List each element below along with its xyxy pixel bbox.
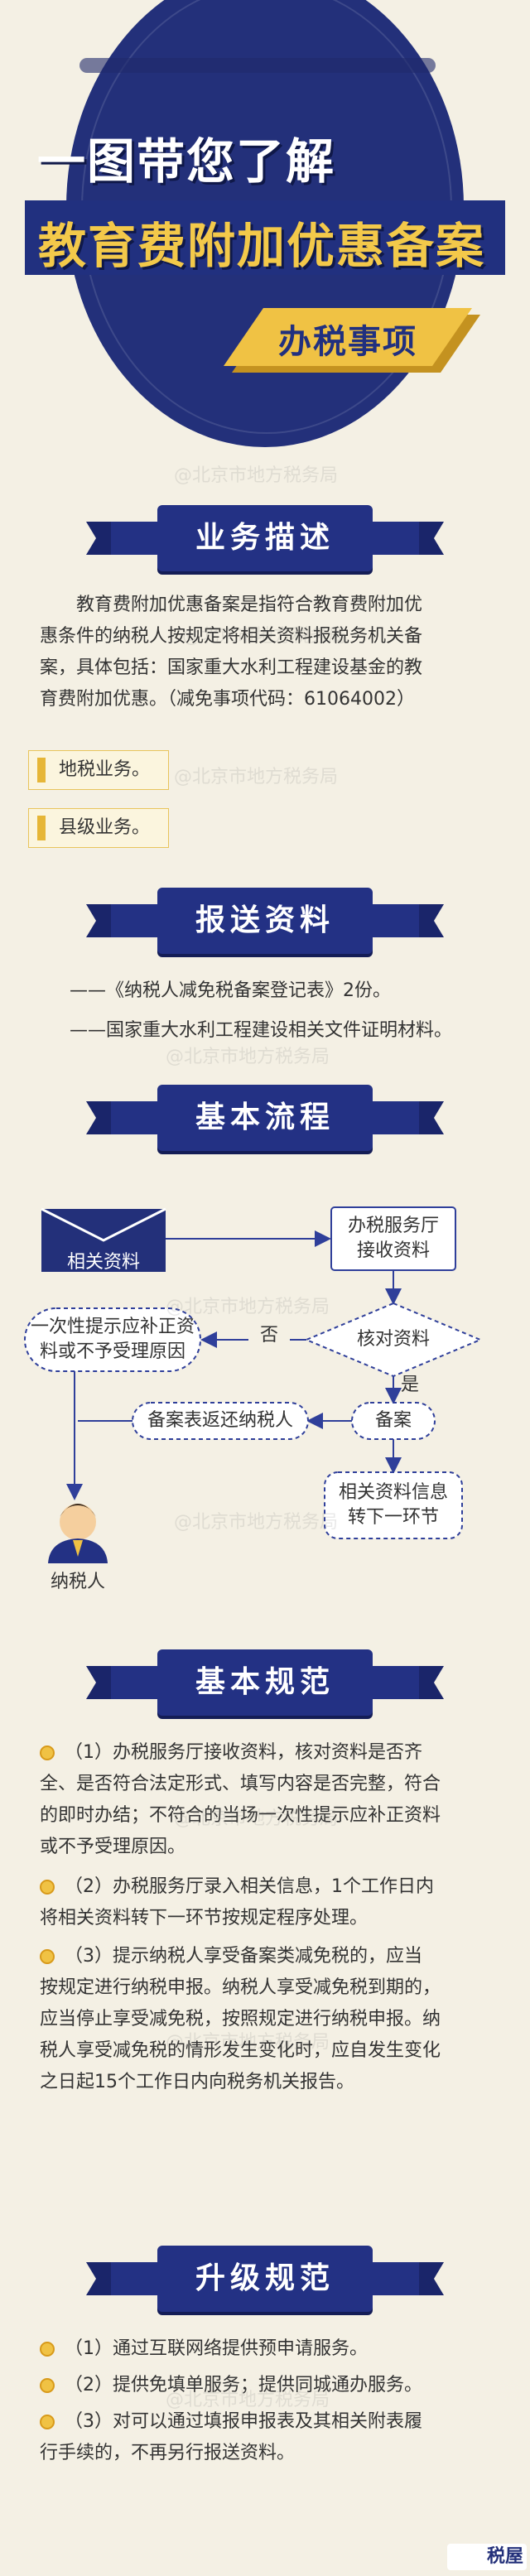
flow-node-record: 备案 — [374, 1410, 412, 1431]
upgrade-item: （2）提供免填单服务；提供同城通办服务。 — [40, 2370, 504, 2401]
upgrade-line: （3）对可以通过填报申报表及其相关附表履 — [40, 2406, 504, 2438]
hero-title-line2: 教育费附加优惠备案 — [38, 218, 486, 274]
banner-label: 升级规范 — [195, 2261, 335, 2295]
watermark: @北京市地方税务局 — [166, 1047, 330, 1067]
section-banner-upgrade: 升级规范 — [108, 2246, 422, 2312]
rule-line: 全、是否符合法定形式、填写内容是否完整，符合 — [40, 1774, 441, 1794]
hero-title-line1: 一图带您了解 — [37, 133, 336, 190]
section-banner-description: 业务描述 — [108, 505, 422, 571]
flow-node-line: 料或不予受理原因 — [39, 1341, 186, 1362]
rule-line: 按规定进行纳税申报。纳税人享受减免税到期的， — [40, 1977, 441, 1998]
section-banner-rules: 基本规范 — [108, 1649, 422, 1716]
section-banner-process: 基本流程 — [108, 1085, 422, 1151]
banner-label: 报送资料 — [195, 903, 335, 937]
process-flowchart: 相关资料 办税服务厅 接收资料 核对资料 否 是 一次性提示应补正资 料或不予受… — [0, 1192, 530, 1623]
flow-node-notice: 一次性提示应补正资 料或不予受理原因 — [25, 1315, 200, 1365]
bullet-icon — [40, 1745, 55, 1760]
flow-node-line: 接收资料 — [356, 1240, 430, 1261]
banner-label: 业务描述 — [195, 521, 335, 555]
bullet-icon — [40, 2378, 55, 2393]
flow-node-receive: 办税服务厅 接收资料 — [331, 1214, 455, 1264]
watermark: @北京市地方税务局 — [174, 465, 339, 486]
watermark: @北京市地方税务局 — [174, 1808, 339, 1829]
description-line: 惠条件的纳税人按规定将相关资料报税务机关备 — [40, 626, 423, 647]
flowchart-lines — [24, 1206, 483, 1563]
banner-box — [157, 888, 373, 954]
watermark: @北京市地方税务局 — [182, 626, 347, 647]
description-paragraph: 教育费附加优惠备案是指符合教育费附加优 惠条件的纳税人按规定将相关资料报税务机关… — [40, 590, 500, 715]
banner-label: 基本流程 — [195, 1100, 335, 1134]
rule-item: （1）办税服务厅接收资料，核对资料是否齐 全、是否符合法定形式、填写内容是否完整… — [40, 1737, 504, 1863]
flow-envelope-label: 相关资料 — [66, 1252, 140, 1273]
bullet-icon — [40, 1949, 55, 1964]
bullet-icon — [40, 2415, 55, 2429]
flow-person-label: 纳税人 — [50, 1572, 105, 1592]
upgrade-item: （3）对可以通过填报申报表及其相关附表履 行手续的，不再另行报送资料。 — [40, 2406, 504, 2469]
rule-line: 税人享受减免税的情形发生变化时，应自发生变化 — [40, 2040, 441, 2061]
watermark: @北京市地方税务局 — [174, 767, 339, 787]
rule-line: 之日起15个工作日内向税务机关报告。 — [40, 2072, 354, 2092]
person-head — [60, 1504, 96, 1540]
hero-tag-text: 办税事项 — [278, 323, 417, 361]
watermark: @北京市地方税务局 — [166, 2032, 330, 2053]
flow-node-line: 相关资料信息 — [338, 1482, 448, 1503]
hero-header: 一图带您了解 教育费附加优惠备案 办税事项 — [0, 0, 530, 497]
shuiwu-logo: 税屋 — [447, 2544, 527, 2570]
rule-line: 或不予受理原因。 — [40, 1837, 186, 1857]
flow-node-verify: 核对资料 — [356, 1329, 430, 1350]
watermark: @北京市地方税务局 — [174, 1512, 339, 1533]
description-line: 案，具体包括：国家重大水利工程建设基金的教 — [40, 657, 423, 678]
banner-box — [157, 1085, 373, 1151]
flow-node-line: 转下一环节 — [347, 1507, 439, 1528]
hero-title-band — [25, 200, 505, 275]
rule-line: （1）办税服务厅接收资料，核对资料是否齐 — [40, 1737, 504, 1769]
banner-box — [157, 1649, 373, 1716]
rule-line: （2）办税服务厅录入相关信息，1个工作日内 — [40, 1871, 504, 1903]
hero-stripe — [80, 58, 436, 73]
watermark: @北京市地方税务局 — [166, 2390, 330, 2410]
banner-label: 基本规范 — [195, 1665, 335, 1699]
bullet-icon — [40, 2342, 55, 2357]
rule-item: （2）办税服务厅录入相关信息，1个工作日内 将相关资料转下一环节按规定程序处理。 — [40, 1871, 504, 1934]
watermark: @北京市地方税务局 — [166, 1297, 330, 1317]
flow-node-line: 一次性提示应补正资 — [30, 1317, 195, 1337]
rule-line: 应当停止享受减免税，按照规定进行纳税申报。纳 — [40, 2009, 441, 2030]
flow-node-return: 备案表返还纳税人 — [147, 1410, 293, 1431]
section-banner-materials: 报送资料 — [108, 888, 422, 954]
flow-node-line: 办税服务厅 — [347, 1216, 439, 1236]
business-type-chip: 地税业务。 — [28, 750, 170, 790]
description-line: 育费附加优惠。（减免事项代码：61064002） — [40, 689, 415, 710]
hero-tag-shape — [224, 308, 472, 366]
business-level-chip: 县级业务。 — [28, 808, 170, 848]
flow-yes-label: 是 — [400, 1375, 419, 1395]
upgrade-line: 行手续的，不再另行报送资料。 — [40, 2443, 296, 2463]
banner-box — [157, 2246, 373, 2312]
description-line: 教育费附加优惠备案是指符合教育费附加优 — [76, 595, 423, 615]
rule-line: 将相关资料转下一环节按规定程序处理。 — [40, 1908, 369, 1928]
rule-item: （3）提示纳税人享受备案类减免税的，应当 按规定进行纳税申报。纳税人享受减免税到… — [40, 1941, 504, 2098]
rule-line: （3）提示纳税人享受备案类减免税的，应当 — [40, 1941, 504, 1972]
material-item: ——《纳税人减免税备案登记表》2份。 — [70, 980, 391, 1001]
rule-line: 的即时办结；不符合的当场一次性提示应补正资料 — [40, 1805, 441, 1826]
flow-no-label: 否 — [248, 1323, 290, 1348]
material-item: ——国家重大水利工程建设相关文件证明材料。 — [70, 1020, 453, 1041]
banner-box — [157, 505, 373, 571]
flow-node-forward: 相关资料信息 转下一环节 — [325, 1481, 462, 1530]
bullet-icon — [40, 1880, 55, 1895]
upgrade-item: （1）通过互联网络提供预申请服务。 — [40, 2333, 504, 2365]
hero-tag: 办税事项 — [224, 308, 480, 373]
